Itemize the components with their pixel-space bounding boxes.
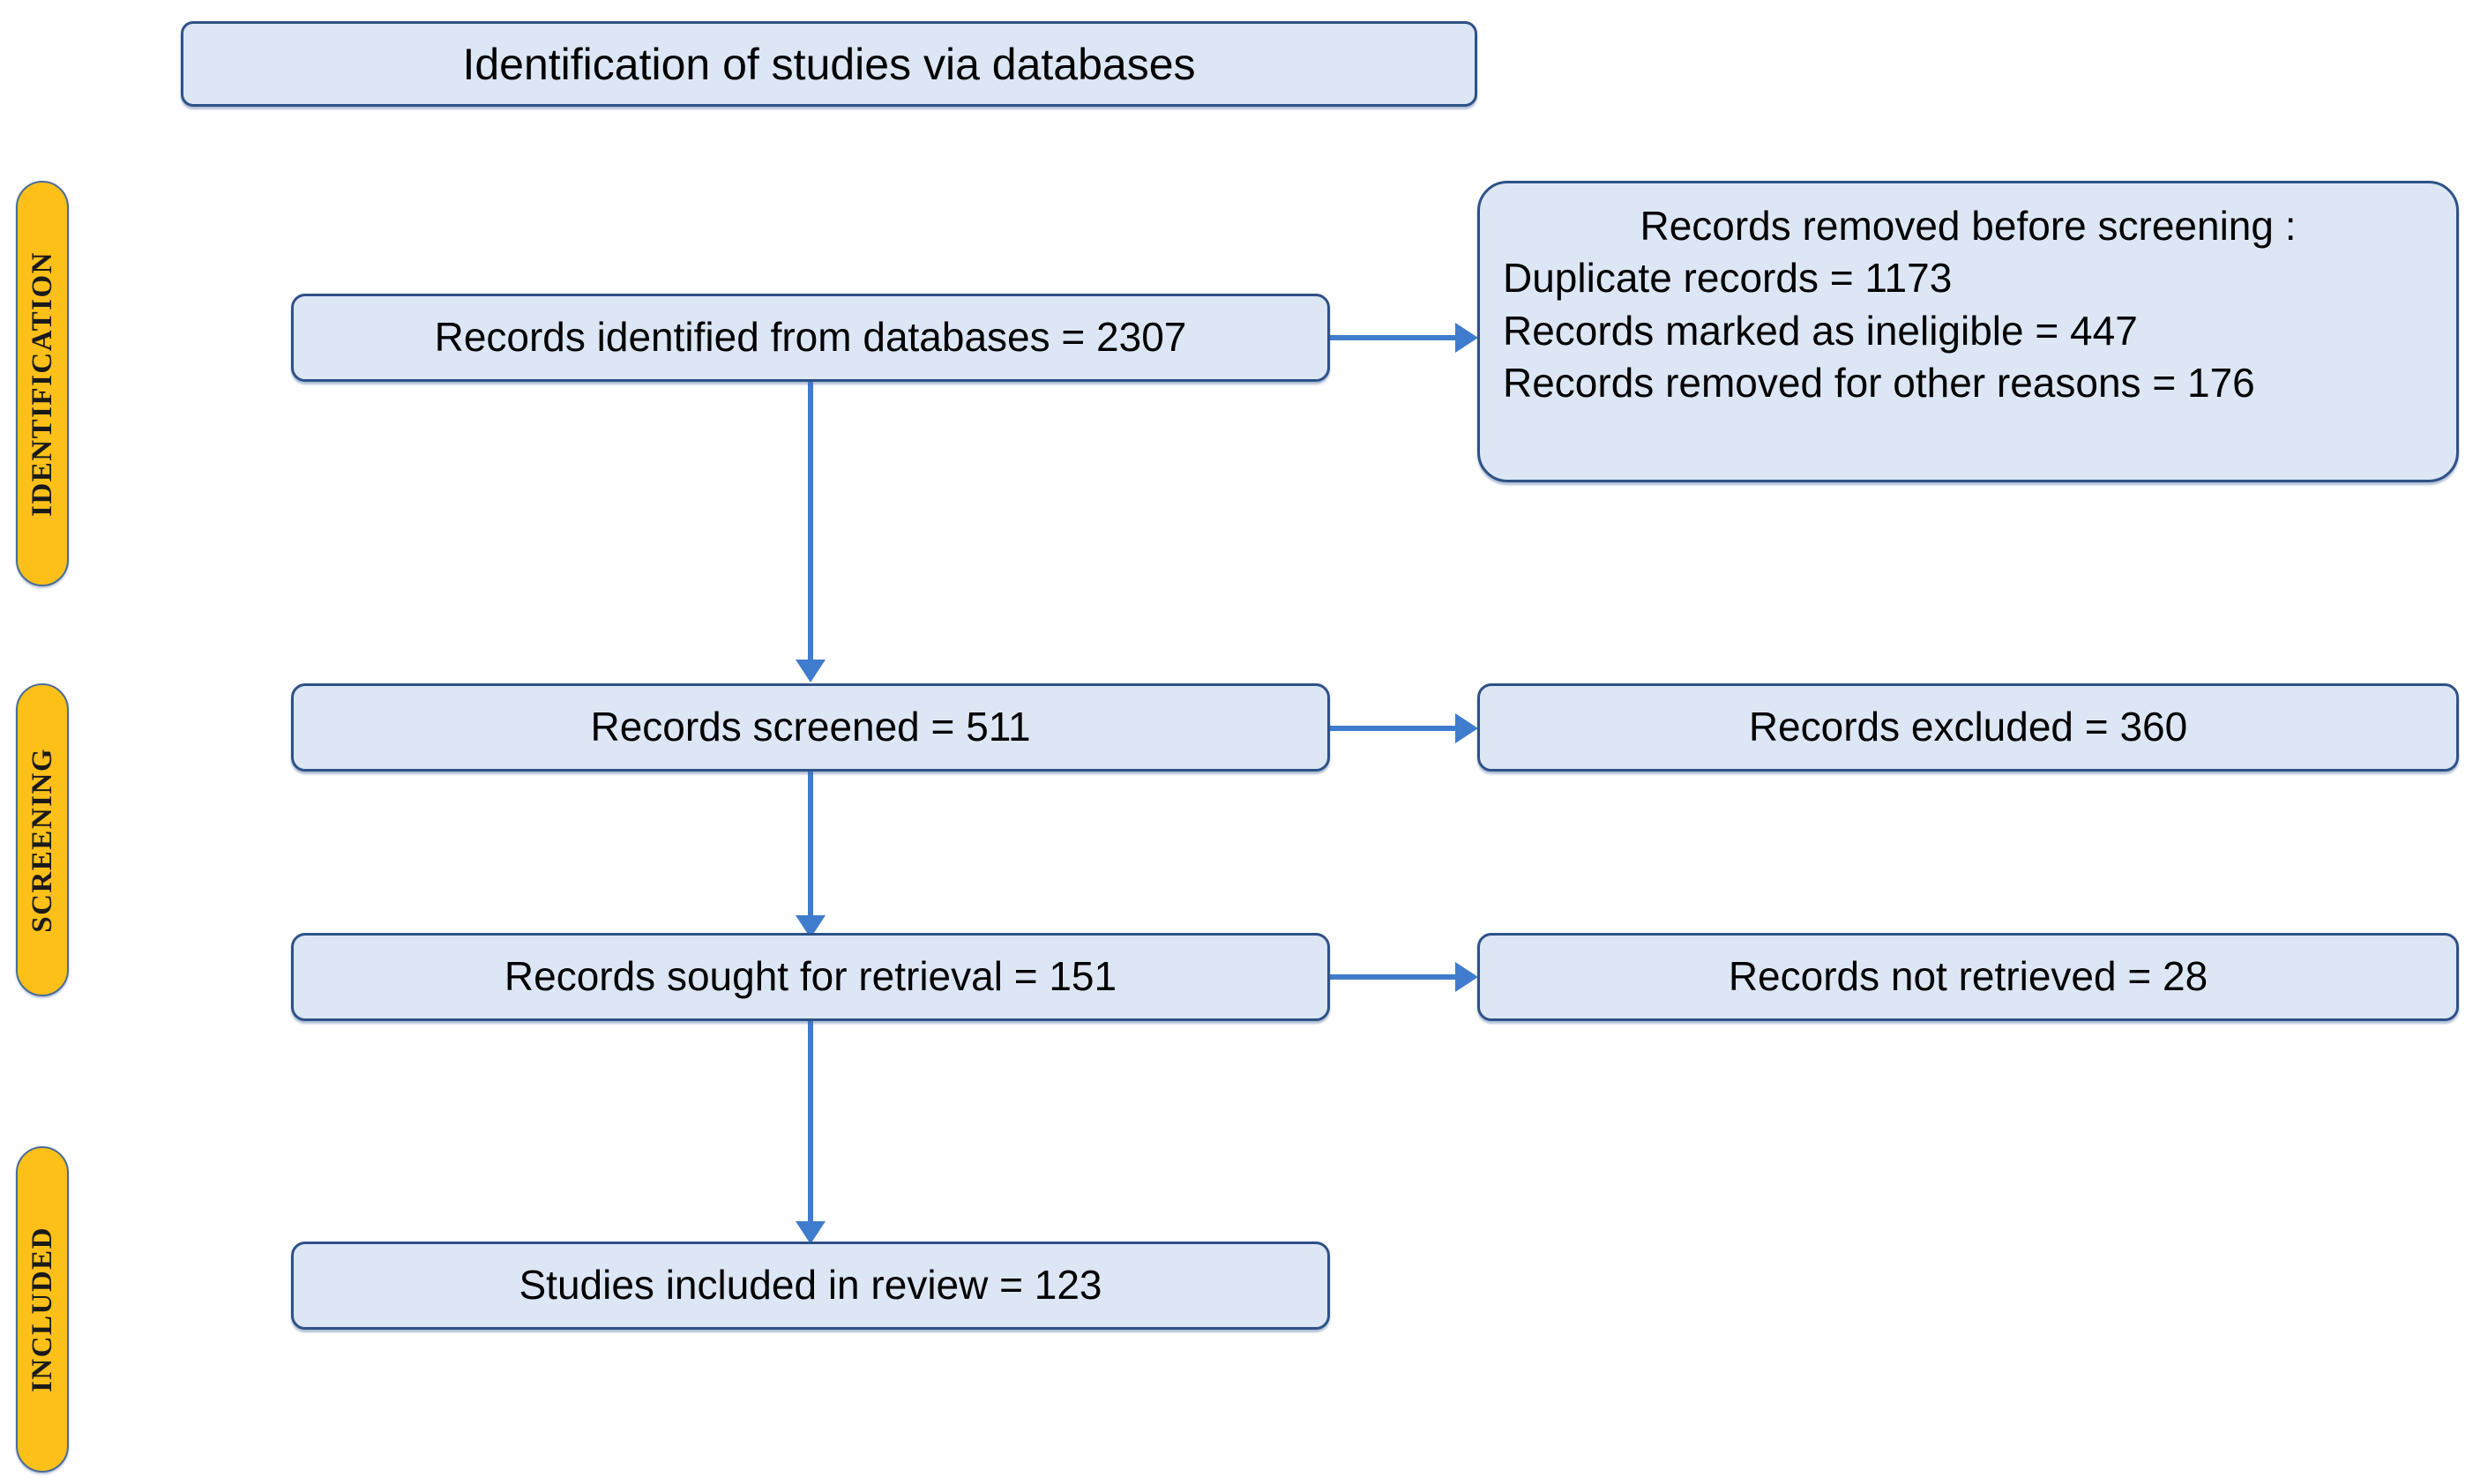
connector-identified-to-removed	[1330, 335, 1458, 340]
box-records-excluded-text: Records excluded = 360	[1748, 704, 2188, 750]
box-records-removed-line-1: Duplicate records = 1173	[1503, 255, 1953, 302]
connector-sought-to-not-retrieved	[1330, 974, 1458, 980]
connector-screened-to-sought	[808, 772, 813, 921]
diagram-title-text: Identification of studies via databases	[462, 39, 1196, 89]
arrowhead-sought-to-not-retrieved	[1455, 962, 1478, 992]
connector-identified-to-screened	[808, 382, 813, 664]
box-studies-included: Studies included in review = 123	[291, 1242, 1330, 1330]
box-records-screened-text: Records screened = 511	[590, 704, 1031, 750]
stage-label-screening: SCREENING	[26, 747, 58, 933]
box-records-identified-text: Records identified from databases = 2307	[434, 314, 1187, 361]
box-records-not-retrieved-text: Records not retrieved = 28	[1728, 953, 2208, 1000]
stage-label-included: INCLUDED	[26, 1226, 58, 1393]
box-records-screened: Records screened = 511	[291, 683, 1330, 772]
arrowhead-sought-to-included	[796, 1221, 826, 1244]
box-records-removed-line-2: Records marked as ineligible = 447	[1503, 307, 2138, 354]
stage-bar-identification: IDENTIFICATION	[16, 181, 69, 586]
box-records-excluded: Records excluded = 360	[1477, 683, 2459, 772]
arrowhead-identified-to-removed	[1455, 323, 1478, 353]
stage-label-identification: IDENTIFICATION	[26, 250, 58, 517]
box-records-sought: Records sought for retrieval = 151	[291, 933, 1330, 1021]
box-records-identified: Records identified from databases = 2307	[291, 294, 1330, 382]
connector-sought-to-included	[808, 1021, 813, 1228]
box-records-sought-text: Records sought for retrieval = 151	[504, 953, 1117, 1000]
stage-bar-included: INCLUDED	[16, 1146, 69, 1473]
arrowhead-identified-to-screened	[796, 660, 826, 682]
diagram-title-box: Identification of studies via databases	[181, 21, 1477, 107]
box-records-removed-line-3: Records removed for other reasons = 176	[1503, 360, 2255, 406]
box-studies-included-text: Studies included in review = 123	[519, 1262, 1102, 1309]
connector-screened-to-excluded	[1330, 726, 1458, 731]
stage-bar-screening: SCREENING	[16, 683, 69, 996]
box-records-removed: Records removed before screening : Dupli…	[1477, 181, 2459, 482]
box-records-not-retrieved: Records not retrieved = 28	[1477, 933, 2459, 1021]
arrowhead-screened-to-excluded	[1455, 713, 1478, 743]
box-records-removed-line-0: Records removed before screening :	[1640, 203, 2297, 249]
